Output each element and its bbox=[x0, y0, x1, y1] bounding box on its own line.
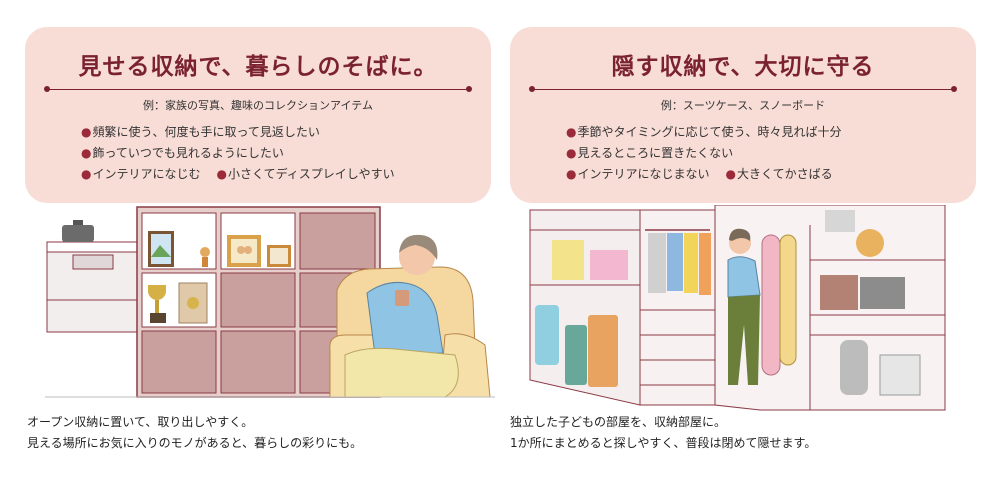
caption-hidden-storage: 独立した子どもの部屋を、収納部屋に。 1か所にまとめると探しやすく、普段は閉めて… bbox=[510, 412, 816, 454]
bullet-item: 小さくてディスプレイしやすい bbox=[217, 164, 395, 185]
bullet-list-hidden-storage: 季節やタイミングに応じて使う、時々見れば十分 見えるところに置きたくない インテ… bbox=[566, 122, 841, 185]
caption-line: オープン収納に置いて、取り出しやすく。 bbox=[27, 415, 254, 429]
bullet-list-open-storage: 頻繁に使う、何度も手に取って見返したい 飾っていつでも見れるようにしたい インテ… bbox=[81, 122, 395, 185]
example-open-storage: 例：家族の写真、趣味のコレクションアイテム bbox=[143, 99, 373, 112]
middle-closet-illustration bbox=[639, 209, 716, 406]
title-open-storage: 見せる収納で、暮らしのそばに。 bbox=[78, 53, 438, 80]
example-hidden-storage: 例：スーツケース、スノーボード bbox=[660, 99, 826, 112]
illustration-storage-room bbox=[529, 205, 946, 411]
title-hidden-storage: 隠す収納で、大切に守る bbox=[611, 53, 875, 80]
kitchen-counter-illustration bbox=[46, 220, 140, 333]
left-closet-illustration bbox=[529, 209, 641, 406]
person-with-snowboard-illustration bbox=[727, 228, 797, 385]
bullet-item: インテリアになじまない bbox=[566, 164, 709, 185]
card-hidden-storage: 隠す収納で、大切に守る 例：スーツケース、スノーボード 季節やタイミングに応じて… bbox=[510, 27, 976, 203]
bullet-item: 見えるところに置きたくない bbox=[566, 143, 733, 164]
card-open-storage: 見せる収納で、暮らしのそばに。 例：家族の写真、趣味のコレクションアイテム 頻繁… bbox=[25, 27, 491, 203]
bullet-item: 頻繁に使う、何度も手に取って見返したい bbox=[81, 122, 319, 143]
illustration-open-shelf bbox=[45, 206, 495, 398]
caption-line: 独立した子どもの部屋を、収納部屋に。 bbox=[510, 415, 727, 429]
caption-line: 1か所にまとめると探しやすく、普段は閉めて隠せます。 bbox=[510, 436, 817, 450]
bullet-item: 大きくてかさばる bbox=[726, 164, 833, 185]
person-illustration bbox=[344, 234, 459, 398]
title-divider bbox=[529, 86, 957, 92]
bullet-item: 季節やタイミングに応じて使う、時々見れば十分 bbox=[566, 122, 841, 143]
bullet-item: 飾っていつでも見れるようにしたい bbox=[81, 143, 283, 164]
caption-line: 見える場所にお気に入りのモノがあると、暮らしの彩りにも。 bbox=[27, 436, 363, 450]
caption-open-storage: オープン収納に置いて、取り出しやすく。 見える場所にお気に入りのモノがあると、暮… bbox=[27, 412, 362, 454]
bullet-item: インテリアになじむ bbox=[81, 164, 200, 185]
title-divider bbox=[44, 86, 472, 92]
